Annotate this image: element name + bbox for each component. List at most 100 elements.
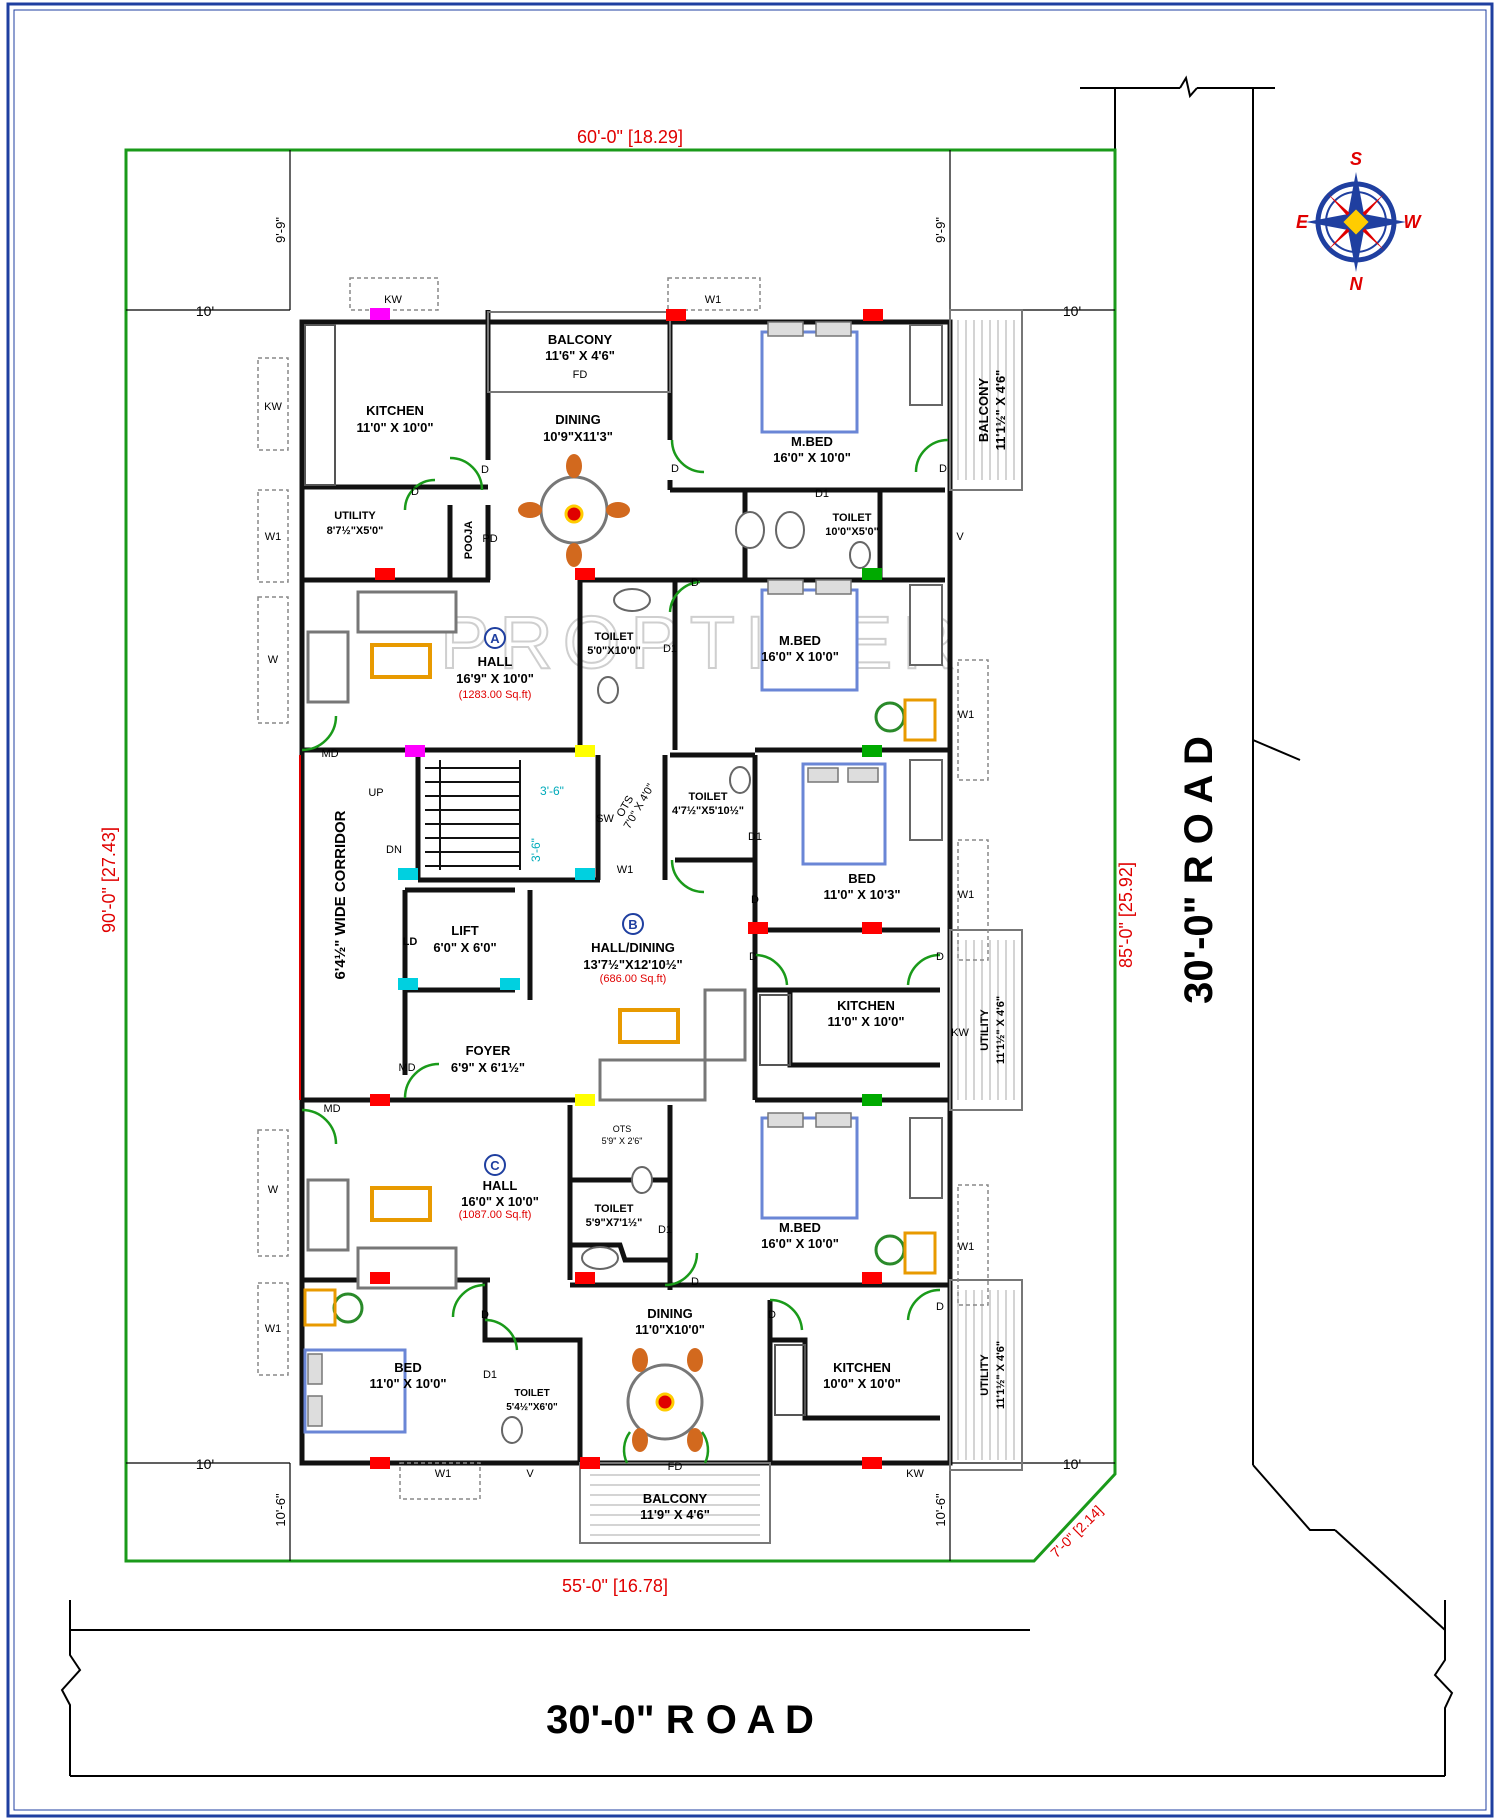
page-border-inner [13, 9, 1487, 1811]
toilet-a2-size: 5'0"X10'0" [587, 645, 641, 657]
plot-bottom-dim: 55'-0" [16.78] [562, 1576, 668, 1596]
flat-a-area: (1283.00 Sq.ft) [459, 689, 532, 701]
bed-c-name: BED [394, 1360, 421, 1375]
ots-c-size: 5'9" X 2'6" [602, 1136, 643, 1146]
label-d-3: D [671, 463, 679, 475]
label-d1-1: D1 [815, 488, 829, 500]
label-d-8: D [936, 951, 944, 963]
utility-c-name: UTILITY [979, 1354, 991, 1396]
label-v-bottom: V [526, 1468, 534, 1480]
compass-e: E [1296, 212, 1309, 232]
utility-c-size: 11'1½" X 4'6" [995, 1341, 1007, 1409]
page-border [6, 2, 1494, 1818]
dining-c-size: 11'0"X10'0" [635, 1322, 705, 1337]
stair-width-2: 3'-6" [529, 838, 543, 862]
label-md-1: MD [321, 748, 338, 760]
plot-boundary [124, 148, 1117, 1563]
compass-icon [1306, 172, 1406, 272]
label-d-7: D [749, 951, 757, 963]
toilet-b-size: 4'7½"X5'10½" [672, 805, 744, 817]
toilet-c2-size: 5'4½"X6'0" [506, 1402, 558, 1413]
kitchen-a-name: KITCHEN [366, 403, 424, 418]
flat-c-tag: C [490, 1158, 500, 1173]
flat-b-area: (686.00 Sq.ft) [600, 973, 667, 985]
setback-top-right: 10' [1063, 303, 1081, 319]
bed-b-size: 11'0" X 10'3" [823, 887, 900, 902]
toilet-c2-name: TOILET [514, 1388, 549, 1399]
setback-front-right: 9'-9" [933, 217, 948, 243]
stair-width-1: 3'-6" [540, 784, 564, 798]
pooja-name: POOJA [463, 521, 475, 560]
utility-a-name: UTILITY [334, 510, 376, 522]
setback-bottom-right: 10' [1063, 1456, 1081, 1472]
mbed-a1-size: 16'0" X 10'0" [773, 450, 851, 465]
toilet-c1-name: TOILET [595, 1203, 634, 1215]
label-w-left2: W [268, 1184, 279, 1196]
sofas [306, 590, 747, 1290]
label-d-1: D [481, 464, 489, 476]
balcony-bottom-name: BALCONY [643, 1491, 708, 1506]
dining-table-c [626, 1348, 704, 1452]
mbed-a1-name: M.BED [791, 434, 833, 449]
label-md-2: MD [398, 1062, 415, 1074]
window-projections [257, 277, 989, 1500]
coffee-tables [370, 643, 680, 1222]
toilet-a2-name: TOILET [595, 631, 634, 643]
mbed-a2-size: 16'0" X 10'0" [761, 649, 839, 664]
bed-c-size: 11'0" X 10'0" [369, 1376, 446, 1391]
room-labels: KITCHEN 11'0" X 10'0" BALCONY 11'6" X 4'… [327, 332, 1008, 1522]
foyer-size: 6'9" X 6'1½" [451, 1060, 525, 1075]
balcony-grid [590, 320, 1015, 1536]
setback-front-left: 9'-9" [273, 217, 288, 243]
dining-a-size: 10'9"X11'3" [543, 429, 613, 444]
flat-a-tag: A [490, 631, 500, 646]
hall-c-size: 16'0" X 10'0" [461, 1194, 539, 1209]
watermark: PROPTIGER [440, 601, 966, 684]
label-w1-left: W1 [265, 531, 282, 543]
label-d-12: D [936, 1301, 944, 1313]
kitchen-b-size: 11'0" X 10'0" [827, 1014, 904, 1029]
hall-c-name: HALL [483, 1178, 518, 1193]
label-dn: DN [386, 844, 402, 856]
staircase [425, 760, 521, 870]
study-chairs [303, 698, 937, 1327]
bottom-road [60, 1529, 1454, 1777]
road-right-label: 30'-0" R O A D [1177, 736, 1221, 1004]
utility-b-size: 11'1½" X 4'6" [995, 996, 1007, 1064]
label-kw-right: KW [951, 1027, 969, 1039]
road-bottom-label: 30'-0" R O A D [546, 1698, 814, 1742]
right-road-splay [1252, 1464, 1335, 1531]
label-v-right: V [956, 531, 964, 543]
label-d1-5: D1 [483, 1369, 497, 1381]
setback-lines [126, 150, 1115, 1561]
hall-a-name: HALL [478, 654, 513, 669]
door-swings [301, 438, 949, 1464]
toilet-a1-size: 10'0"X5'0" [825, 526, 879, 538]
plot-left-dim: 90'-0" [27.43] [99, 827, 119, 933]
label-up: UP [368, 787, 383, 799]
setback-bottom-left: 10' [196, 1456, 214, 1472]
wardrobes [909, 324, 943, 1199]
compass-w: W [1404, 212, 1423, 232]
flat-c-area: (1087.00 Sq.ft) [459, 1209, 532, 1221]
kitchen-c-name: KITCHEN [833, 1360, 891, 1375]
toilet-b-name: TOILET [689, 791, 728, 803]
corridor-name: 6'4½" WIDE CORRIDOR [332, 810, 349, 979]
balcony-top-size: 11'6" X 4'6" [545, 348, 615, 363]
flat-tags [484, 627, 644, 1176]
dining-table-a [518, 454, 630, 567]
toilet-c1-size: 5'9"X7'1½" [586, 1217, 643, 1229]
setback-rear-right: 10'-6" [933, 1493, 948, 1527]
flat-b-tag: B [628, 917, 637, 932]
lift-size: 6'0" X 6'0" [433, 940, 496, 955]
label-w1-bottom: W1 [435, 1468, 452, 1480]
toilets [501, 511, 871, 1444]
label-sw: SW [596, 813, 614, 825]
label-fd-top: FD [573, 369, 588, 381]
label-w1-top: W1 [705, 294, 722, 306]
label-d-4: D [939, 463, 947, 475]
compass-n: N [1350, 274, 1364, 294]
opening-markers [370, 308, 883, 1469]
opening-labels: KW W1 KW W1 W W1 W1 W W1 W1 W1 V V KW KW… [264, 294, 974, 1480]
